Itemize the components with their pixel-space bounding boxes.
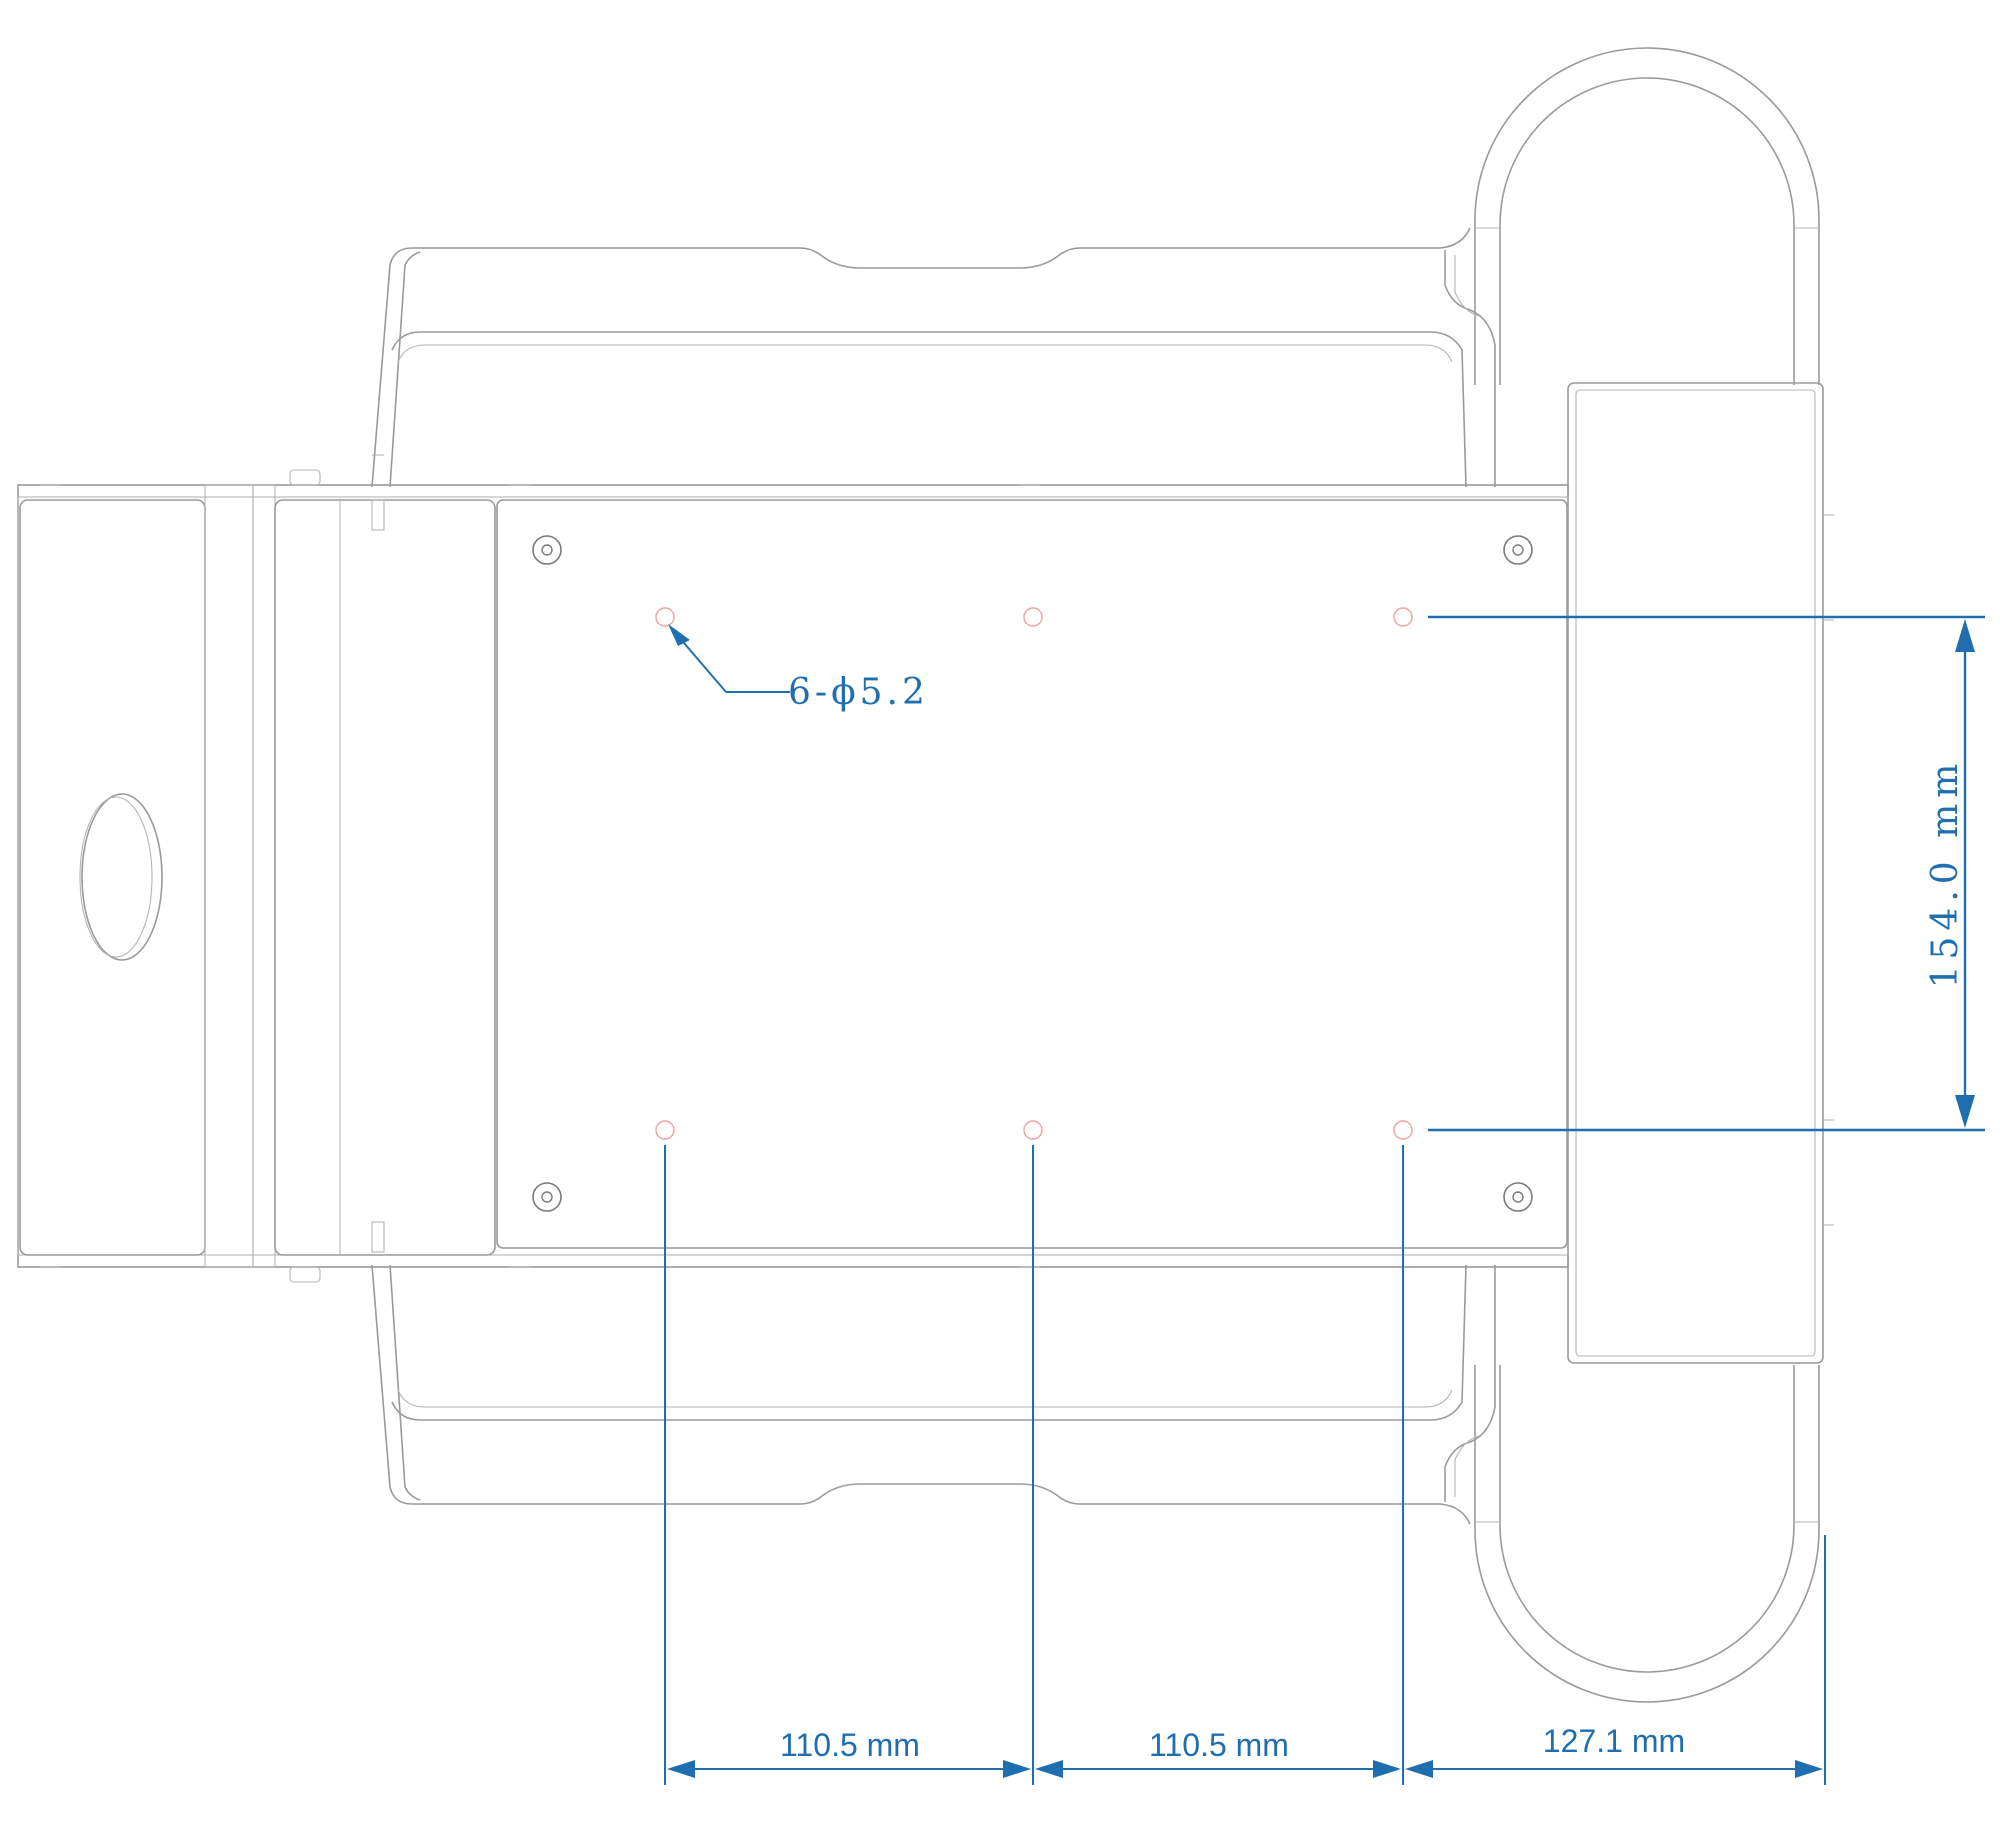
hole-callout-label: 6-ϕ5.2 bbox=[788, 672, 929, 713]
horizontal-dimensions: 110.5 mm 110.5 mm 127.1 mm bbox=[664, 1145, 1826, 1785]
mount-hole-top-left bbox=[655, 607, 675, 627]
screw-bottom-left bbox=[532, 1182, 562, 1212]
mount-hole-top-right bbox=[1393, 607, 1413, 627]
mount-hole-bottom-right bbox=[1393, 1120, 1413, 1140]
horizontal-dimension-1-label: 110.5 mm bbox=[780, 1727, 920, 1763]
horizontal-dimension-3-label: 127.1 mm bbox=[1543, 1723, 1685, 1759]
mount-hole-bottom-center bbox=[1023, 1120, 1043, 1140]
mount-hole-top-center bbox=[1023, 607, 1043, 627]
upper-housing bbox=[371, 227, 1496, 488]
vertical-dimension: 154.0 mm bbox=[1428, 615, 1985, 1132]
mount-hole-bottom-left bbox=[655, 1120, 675, 1140]
screw-bottom-right bbox=[1503, 1182, 1533, 1212]
vertical-dimension-label: 154.0 mm bbox=[1925, 758, 1966, 989]
screw-top-left bbox=[532, 535, 562, 565]
hole-callout: 6-ϕ5.2 bbox=[668, 624, 929, 713]
main-frame bbox=[17, 469, 1569, 1283]
handle-grip bbox=[1567, 382, 1834, 1364]
lower-housing bbox=[371, 1264, 1496, 1525]
mounting-plate bbox=[496, 499, 1568, 1249]
screw-top-right bbox=[1503, 535, 1533, 565]
handle-loop bbox=[1474, 47, 1820, 1703]
horizontal-dimension-2-label: 110.5 mm bbox=[1149, 1727, 1289, 1763]
